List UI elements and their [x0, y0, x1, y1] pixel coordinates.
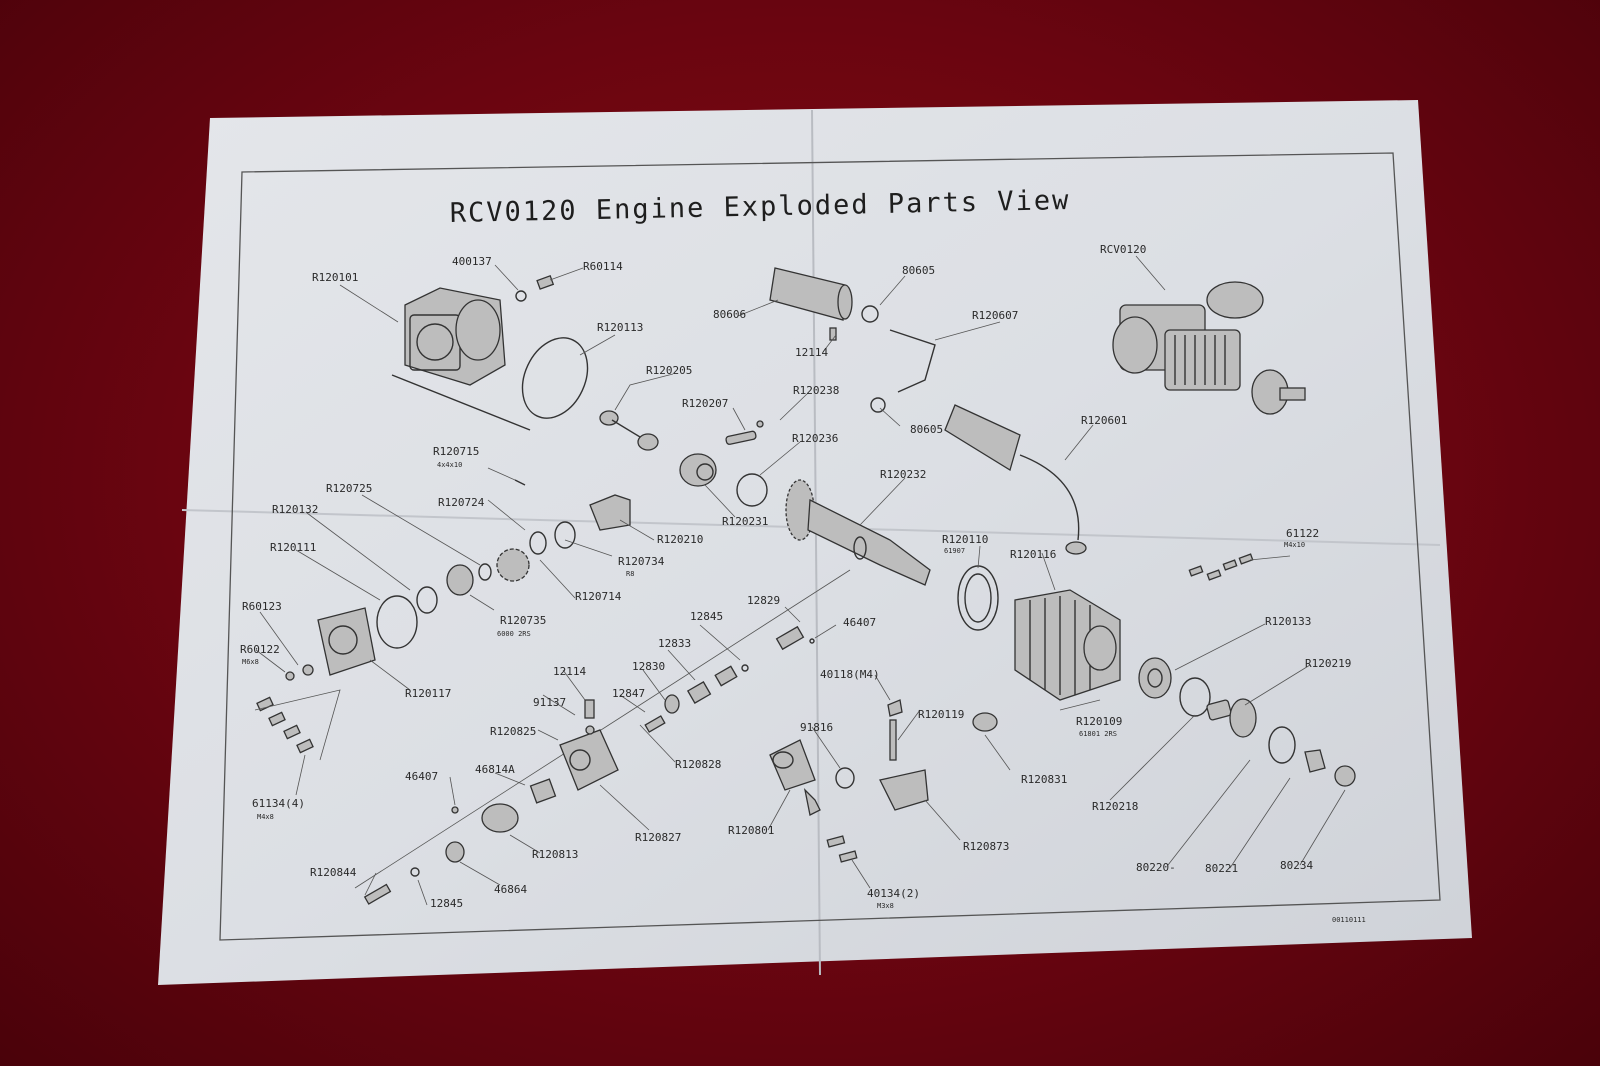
- label-12845-bottom: 12845: [430, 897, 463, 910]
- intake-manifold-drawing: [769, 699, 998, 863]
- label-12847: 12847: [612, 687, 645, 700]
- label-R120715-size: 4x4x10: [437, 461, 462, 469]
- label-61122-size: M4x10: [1284, 541, 1305, 549]
- label-R60123: R60123: [242, 600, 282, 613]
- label-R120714: R120714: [575, 590, 622, 603]
- label-91816: 91816: [800, 721, 833, 734]
- label-R120218: R120218: [1092, 800, 1138, 813]
- label-80605-bottom: 80605: [910, 423, 943, 436]
- label-R120110: R120110: [942, 533, 988, 546]
- label-R120828: R120828: [675, 758, 721, 771]
- cylinder-drawing: [957, 553, 1254, 701]
- label-46814A: 46814A: [475, 763, 515, 776]
- propeller-hub-drawing: [1138, 657, 1356, 787]
- label-R120207: R120207: [682, 397, 728, 410]
- label-R120813: R120813: [532, 848, 578, 861]
- label-R120101: R120101: [312, 271, 358, 284]
- gear-train-drawing: [416, 479, 631, 614]
- label-80220: 80220-: [1136, 861, 1176, 874]
- label-80605-top: 80605: [902, 264, 935, 277]
- label-R120236: R120236: [792, 432, 838, 445]
- label-R120735: R120735: [500, 614, 546, 627]
- label-R120205: R120205: [646, 364, 692, 377]
- label-12114-top: 12114: [795, 346, 828, 359]
- label-12845-mid: 12845: [690, 610, 723, 623]
- label-R120113: R120113: [597, 321, 643, 334]
- diagram-border: [219, 152, 1441, 941]
- label-R120232: R120232: [880, 468, 926, 481]
- label-80606: 80606: [713, 308, 746, 321]
- label-R120133: R120133: [1265, 615, 1311, 628]
- carburetor-drawing: [354, 569, 851, 905]
- label-R120831: R120831: [1021, 773, 1067, 786]
- label-91137: 91137: [533, 696, 566, 709]
- vertical-fold: [811, 109, 821, 976]
- label-R60122: R60122: [240, 643, 280, 656]
- label-46864: 46864: [494, 883, 527, 896]
- label-R120715: R120715: [433, 445, 479, 458]
- label-12829: 12829: [747, 594, 780, 607]
- label-46407-right: 46407: [843, 616, 876, 629]
- exhaust-tube-drawing: [769, 267, 936, 413]
- label-R120132: R120132: [272, 503, 318, 516]
- crankcase-drawing: [391, 287, 531, 431]
- connecting-rod-drawing: [599, 410, 764, 451]
- label-80221: 80221: [1205, 862, 1238, 875]
- label-400137: 400137: [452, 255, 492, 268]
- label-R120735-size: 6000 2RS: [497, 630, 531, 638]
- label-R120111: R120111: [270, 541, 316, 554]
- label-R120110-size: 61907: [944, 547, 965, 555]
- footer-code: 00110111: [1332, 916, 1366, 924]
- part-labels: R120101 400137 R60114 R120113 R120205 80…: [240, 243, 1366, 924]
- label-12830: 12830: [632, 660, 665, 673]
- label-61134-size: M4x8: [257, 813, 274, 821]
- washer-drawing: [515, 290, 527, 302]
- label-R120231: R120231: [722, 515, 768, 528]
- label-R60122-size: M6x8: [242, 658, 259, 666]
- front-cover-drawing: [254, 595, 418, 761]
- label-46407-left: 46407: [405, 770, 438, 783]
- label-61122: 61122: [1286, 527, 1319, 540]
- label-R120116: R120116: [1010, 548, 1056, 561]
- label-R120109-size: 61801 2RS: [1079, 730, 1117, 738]
- label-12833: 12833: [658, 637, 691, 650]
- gasket-ring-drawing: [521, 337, 589, 419]
- label-12114-mid: 12114: [553, 665, 586, 678]
- label-R120601: R120601: [1081, 414, 1127, 427]
- label-R120844: R120844: [310, 866, 357, 879]
- label-61134: 61134(4): [252, 797, 305, 810]
- label-R120827: R120827: [635, 831, 681, 844]
- label-R120117: R120117: [405, 687, 451, 700]
- assembled-engine-drawing: [1112, 281, 1306, 415]
- label-R120725: R120725: [326, 482, 372, 495]
- label-R120109: R120109: [1076, 715, 1122, 728]
- nipple-drawing: [536, 275, 555, 290]
- label-RCV0120: RCV0120: [1100, 243, 1146, 256]
- label-R120607: R120607: [972, 309, 1018, 322]
- label-40118: 40118(M4): [820, 668, 880, 681]
- label-R120825: R120825: [490, 725, 536, 738]
- label-40134-size: M3x8: [877, 902, 894, 910]
- bushing-drawing: [679, 453, 768, 507]
- label-40134: 40134(2): [867, 887, 920, 900]
- header-pipe-drawing: [944, 404, 1087, 555]
- label-80234: 80234: [1280, 859, 1313, 872]
- label-R120873: R120873: [963, 840, 1009, 853]
- leader-lines: [255, 255, 1346, 906]
- label-R120119: R120119: [918, 708, 964, 721]
- label-R120801: R120801: [728, 824, 774, 837]
- label-R120724: R120724: [438, 496, 485, 509]
- label-R120238: R120238: [793, 384, 839, 397]
- label-R120219: R120219: [1305, 657, 1351, 670]
- label-R60114: R60114: [583, 260, 623, 273]
- label-R120734-size: R8: [626, 570, 634, 578]
- label-R120734: R120734: [618, 555, 665, 568]
- label-R120210: R120210: [657, 533, 703, 546]
- crankshaft-drawing: [785, 479, 931, 586]
